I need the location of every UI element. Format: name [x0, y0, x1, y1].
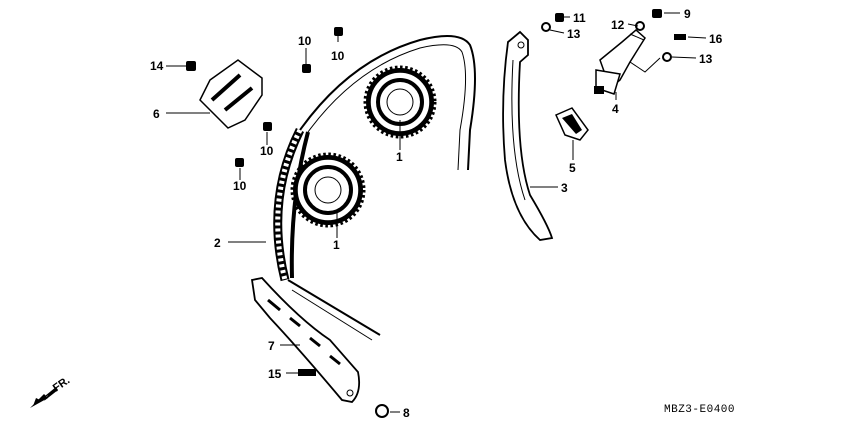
callout-13: 13 — [699, 52, 713, 66]
callout-15: 15 — [268, 367, 282, 381]
callout-labels: 14 6 10 10 10 10 1 1 2 3 5 4 11 13 12 9 … — [150, 7, 723, 420]
bolt-9 — [652, 9, 662, 18]
callout-4: 4 — [612, 102, 619, 116]
callout-12: 12 — [611, 18, 625, 32]
bolt-16 — [674, 34, 686, 40]
bolt-15 — [298, 369, 316, 376]
diagram-code: MBZ3-E0400 — [664, 404, 735, 416]
callout-1: 1 — [333, 238, 340, 252]
callout-13: 13 — [567, 27, 581, 41]
callout-10: 10 — [298, 34, 312, 48]
leader-lines — [166, 12, 707, 413]
bolt-10-mid — [263, 122, 272, 131]
tensioner-gasket — [555, 107, 589, 141]
callout-8: 8 — [403, 406, 410, 420]
tensioner-lifter — [594, 29, 646, 95]
bolt-11 — [555, 13, 564, 22]
cam-sprocket-lower — [290, 152, 366, 228]
callout-5: 5 — [569, 161, 576, 175]
callout-10: 10 — [331, 49, 345, 63]
callout-14: 14 — [150, 59, 164, 73]
bolt-14 — [186, 61, 196, 71]
callout-2: 2 — [214, 236, 221, 250]
callout-10: 10 — [233, 179, 247, 193]
bolt-10-top — [334, 27, 343, 36]
callout-3: 3 — [561, 181, 568, 195]
guide-bracket — [199, 59, 263, 129]
callout-6: 6 — [153, 107, 160, 121]
front-direction-arrow: FR. — [30, 374, 72, 408]
callout-16: 16 — [709, 32, 723, 46]
bolt-10-left — [302, 64, 311, 73]
nut-8 — [375, 404, 389, 418]
callout-7: 7 — [268, 339, 275, 353]
callout-11: 11 — [573, 11, 586, 25]
callout-9: 9 — [684, 7, 691, 21]
cam-chain-loop — [287, 35, 476, 341]
cam-chain-guide — [250, 277, 361, 403]
washer-13-right — [662, 52, 672, 62]
washer-13-top — [541, 22, 551, 32]
tensioner-slider — [502, 30, 554, 241]
bolt-10-low — [235, 158, 244, 167]
callout-1: 1 — [396, 150, 403, 164]
callout-10: 10 — [260, 144, 274, 158]
